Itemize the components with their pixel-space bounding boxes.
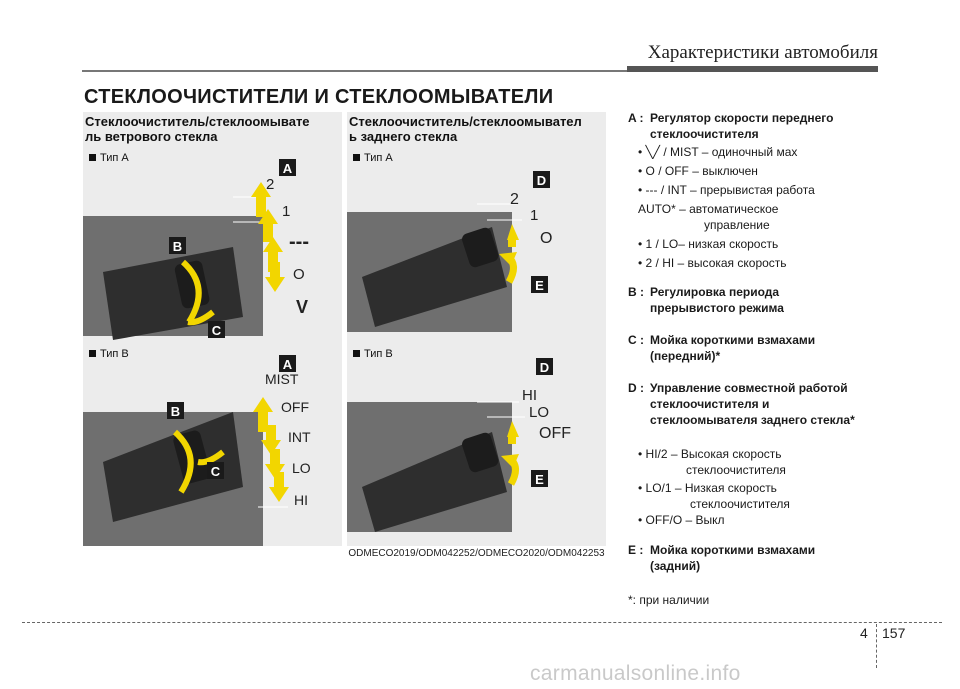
svg-text:B: B	[173, 239, 182, 254]
label-off: O	[293, 266, 305, 283]
badge-a: A	[279, 159, 296, 176]
bullet-auto: AUTO* – автоматическое управление	[638, 202, 779, 232]
figure-caption-rear: Стеклоочиститель/стеклоомывател ь заднег…	[349, 114, 582, 144]
page-separator	[876, 624, 877, 668]
bullet-lo: • 1 / LO– низкая скорость	[638, 237, 779, 251]
svg-text:E: E	[535, 278, 544, 293]
section-title: СТЕКЛООЧИСТИТЕЛИ И СТЕКЛООМЫВАТЕЛИ	[84, 86, 554, 108]
figure-rear-wiper: Стеклоочиститель/стеклоомывател ь заднег…	[347, 112, 606, 546]
footnote: *: при наличии	[628, 593, 710, 607]
label-int-dashes: ---	[289, 231, 309, 253]
figure-front-wiper: Стеклоочиститель/стеклоомывате ль ветров…	[83, 112, 342, 546]
type-b-label-rear: Тип B	[353, 348, 393, 360]
rear-wiper-diagram: D E D E 2 1 O HI LO OFF	[362, 171, 571, 532]
label-2: 2	[266, 176, 274, 193]
bullet-d-off: • OFF/O – Выкл	[638, 513, 725, 527]
page-number: 157	[882, 625, 906, 641]
entry-e: E :Мойка короткими взмахами(задний)	[628, 543, 816, 573]
label-int: INT	[288, 429, 311, 445]
type-a-label-rear: Тип A	[353, 152, 393, 164]
badge-b-type-b: B	[167, 402, 184, 419]
chapter-number: 4	[860, 625, 868, 641]
bullet-mist: • ╲╱ / MIST – одиночный мах	[638, 145, 798, 159]
label-mist: MIST	[265, 371, 299, 387]
label-off-b: OFF	[281, 399, 309, 415]
footer-rule	[22, 622, 942, 623]
stalk-b	[103, 397, 289, 522]
rear-label-2: 2	[510, 191, 519, 208]
header-rule	[82, 70, 878, 72]
svg-text:D: D	[537, 173, 546, 188]
bullet-off: • O / OFF – выключен	[638, 164, 758, 178]
label-hi: HI	[294, 492, 308, 508]
header-rule-accent	[627, 66, 878, 72]
svg-text:E: E	[535, 472, 544, 487]
svg-text:C: C	[211, 464, 221, 479]
entry-c: C :Мойка короткими взмахами(передний)*	[628, 333, 816, 363]
stalk-a	[103, 182, 285, 340]
rear-stalk-a	[362, 203, 522, 327]
badge-c: C	[208, 321, 225, 338]
bullet-d-hi: • HI/2 – Высокая скорость стеклоочистите…	[638, 447, 786, 477]
label-lo: LO	[292, 460, 311, 476]
badge-b: B	[169, 237, 186, 254]
svg-text:D: D	[540, 360, 549, 375]
badge-e: E	[531, 276, 548, 293]
type-b-label: Тип B	[89, 348, 129, 360]
badge-e-type-b: E	[531, 470, 548, 487]
badge-c-type-b: C	[207, 462, 224, 479]
watermark: carmanualsonline.info	[530, 662, 741, 685]
svg-text:A: A	[283, 357, 293, 372]
bullet-int: • --- / INT – прерывистая работа	[638, 183, 815, 197]
front-wiper-diagram: A B C A B C 2 1 --- O V MIST OFF INT	[103, 159, 311, 522]
svg-text:B: B	[171, 404, 180, 419]
svg-text:C: C	[212, 323, 222, 338]
header-title: Характеристики автомобиля	[647, 42, 878, 63]
figure-caption: Стеклоочиститель/стеклоомывате ль ветров…	[85, 114, 310, 144]
badge-d: D	[533, 171, 550, 188]
label-mist-symbol: V	[296, 297, 308, 317]
bullet-hi: • 2 / HI – высокая скорость	[638, 256, 787, 270]
svg-text:A: A	[283, 161, 293, 176]
rear-label-hi: HI	[522, 387, 537, 404]
badge-a-type-b: A	[279, 355, 296, 372]
rear-label-lo: LO	[529, 404, 549, 421]
label-1: 1	[282, 203, 290, 220]
rear-label-off-b: OFF	[539, 425, 571, 442]
figure-code: ODMECO2019/ODM042252/ODMECO2020/ODM04225…	[348, 548, 605, 559]
rear-label-1: 1	[530, 207, 538, 224]
badge-d-type-b: D	[536, 358, 553, 375]
type-a-label: Тип A	[89, 152, 129, 164]
bullet-d-lo: • LO/1 – Низкая скорость стеклоочистител…	[638, 481, 790, 511]
rear-label-off: O	[540, 230, 552, 247]
rear-stalk-b	[362, 401, 525, 532]
